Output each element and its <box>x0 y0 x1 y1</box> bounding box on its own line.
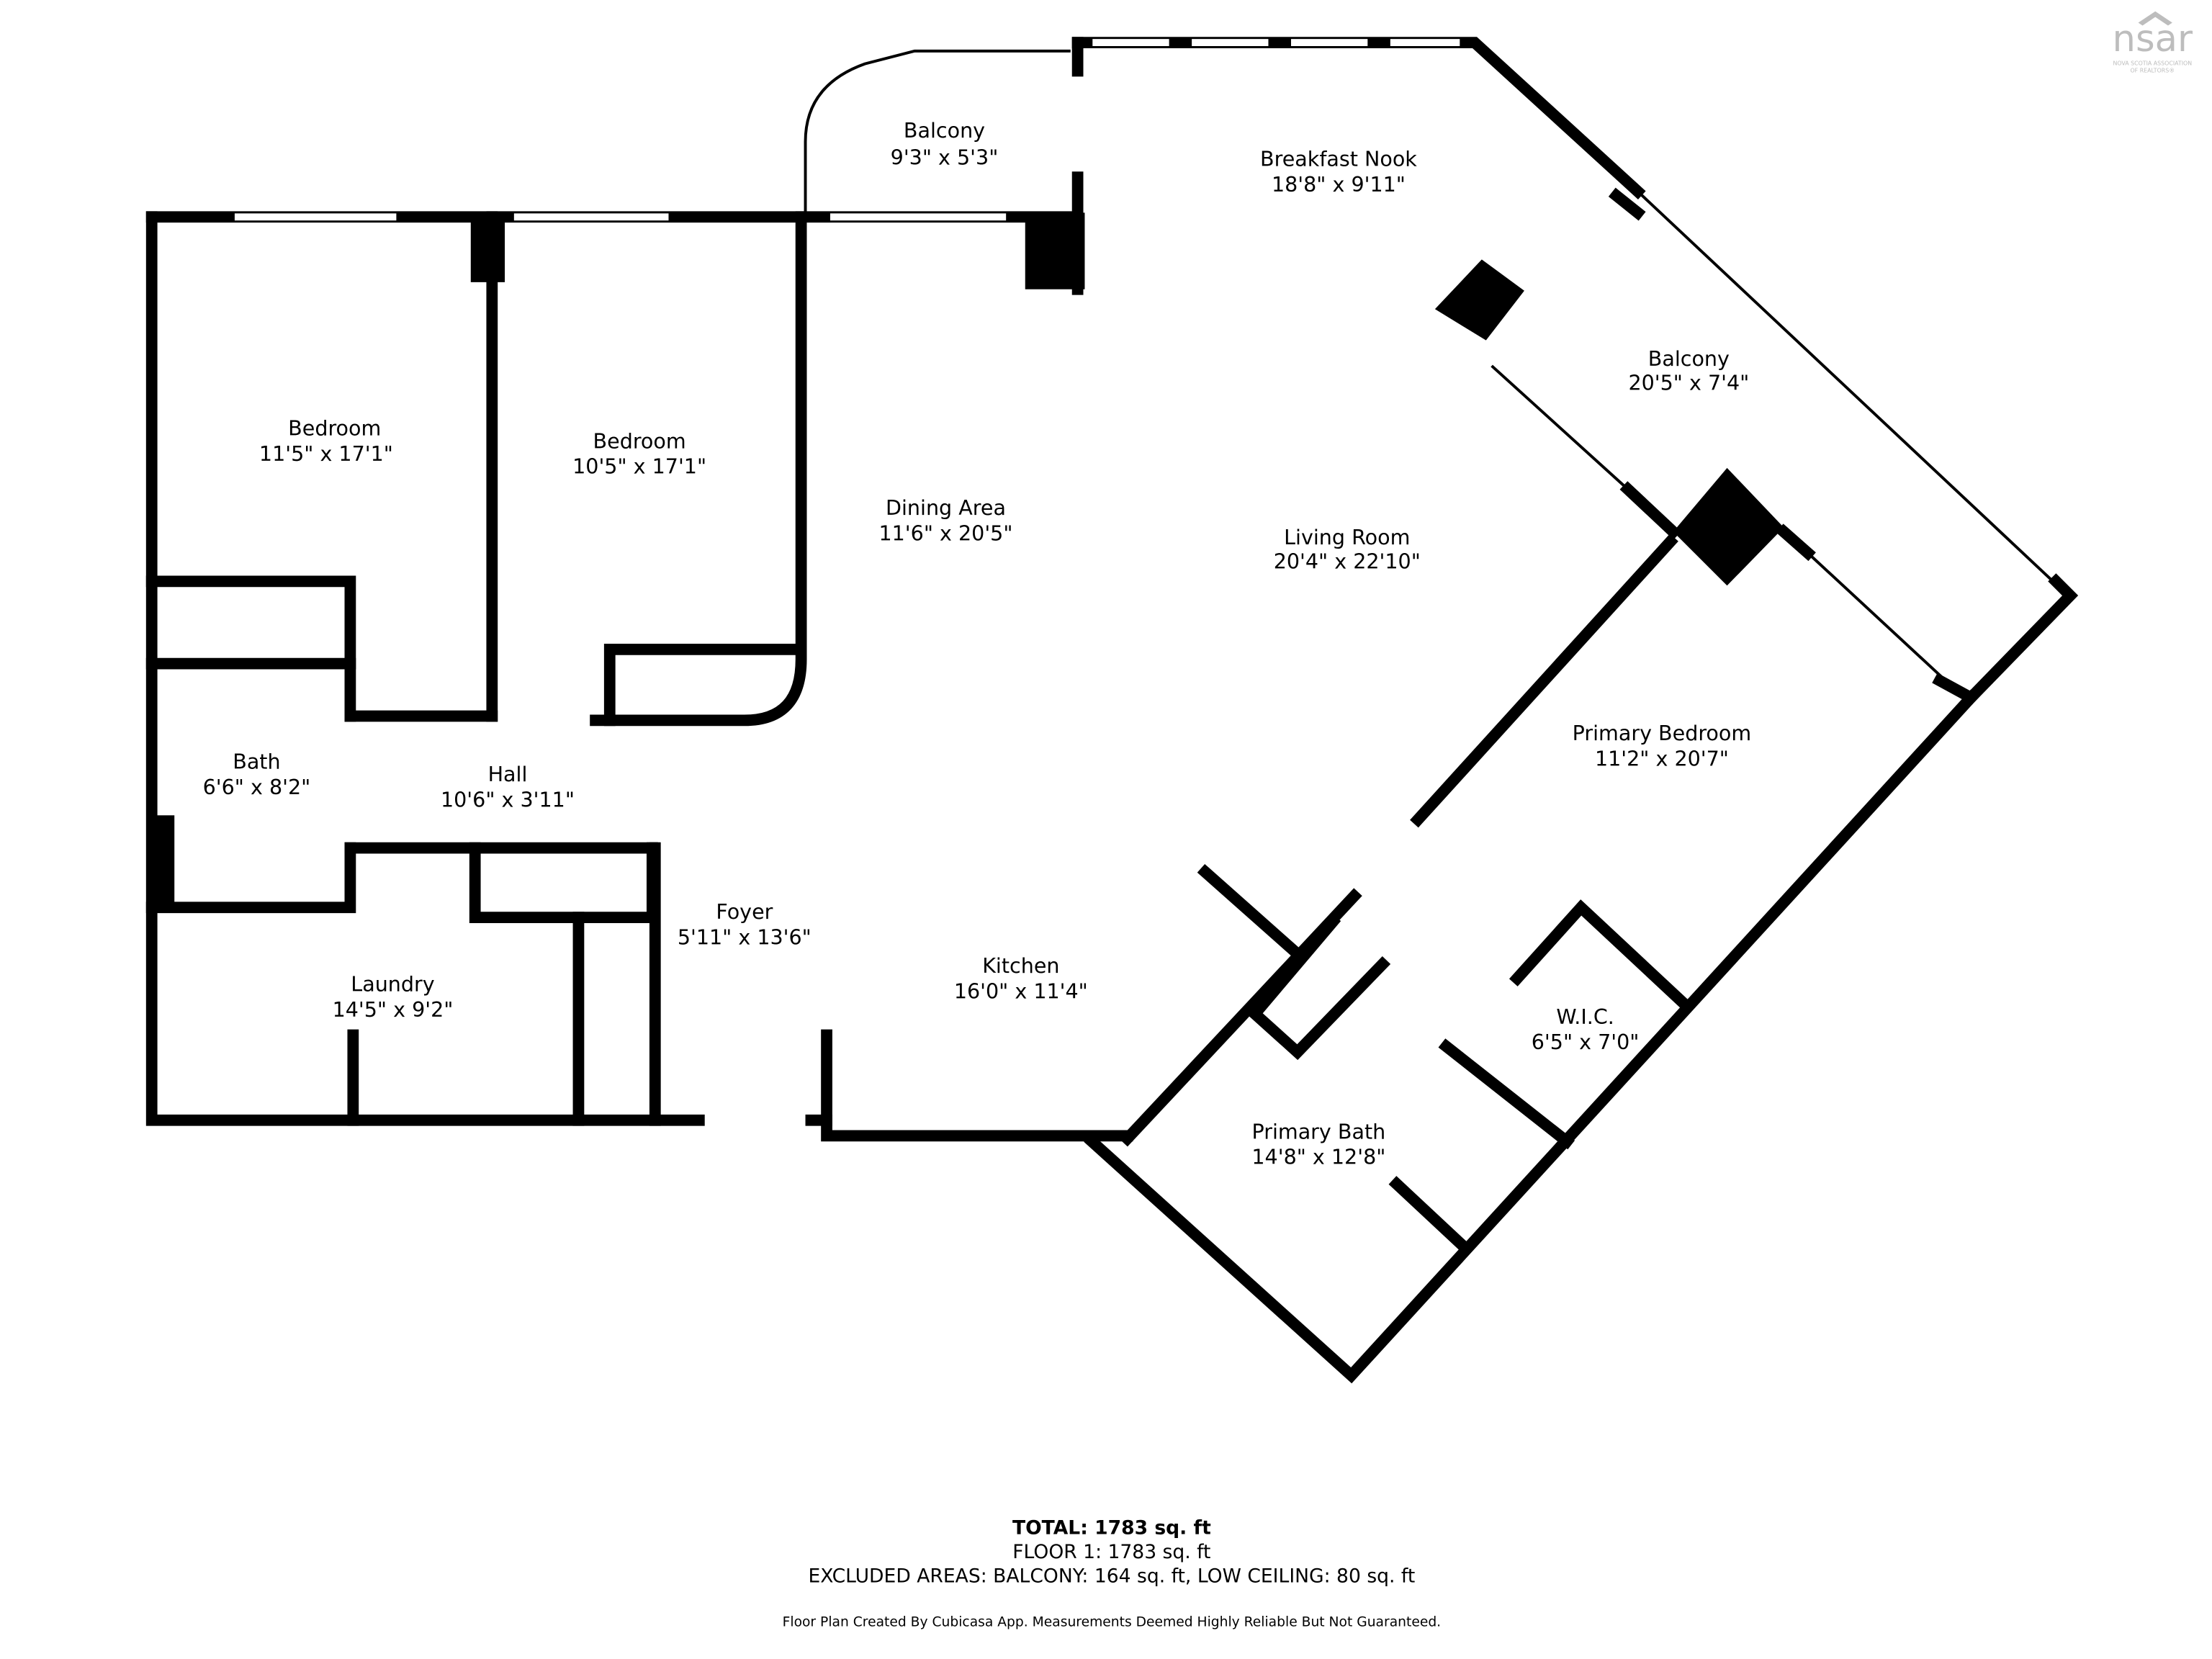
svg-text:W.I.C.: W.I.C. <box>1556 1004 1614 1029</box>
logo-text: nsar <box>2113 17 2193 60</box>
walls <box>145 37 2079 1384</box>
svg-text:Bedroom: Bedroom <box>593 428 686 453</box>
svg-text:Balcony: Balcony <box>904 118 985 143</box>
area-summary: TOTAL: 1783 sq. ft FLOOR 1: 1783 sq. ft … <box>783 1517 1442 1630</box>
svg-text:11'5" x 17'1": 11'5" x 17'1" <box>259 441 393 466</box>
logo-subtitle-2: OF REALTORS® <box>2130 67 2175 73</box>
svg-text:Dining Area: Dining Area <box>886 495 1006 520</box>
disclaimer: Floor Plan Created By Cubicasa App. Meas… <box>783 1615 1442 1630</box>
svg-text:Foyer: Foyer <box>716 899 773 924</box>
svg-text:14'8" x 12'8": 14'8" x 12'8" <box>1251 1145 1385 1169</box>
svg-text:20'4" x 22'10": 20'4" x 22'10" <box>1274 549 1421 574</box>
windows <box>233 37 1462 222</box>
logo-subtitle-1: NOVA SCOTIA ASSOCIATION <box>2113 60 2192 67</box>
svg-text:10'5" x 17'1": 10'5" x 17'1" <box>572 454 706 479</box>
svg-text:Living Room: Living Room <box>1284 525 1410 549</box>
svg-text:11'2" x 20'7": 11'2" x 20'7" <box>1595 746 1729 770</box>
svg-text:Bath: Bath <box>233 749 280 773</box>
svg-text:16'0" x 11'4": 16'0" x 11'4" <box>954 979 1088 1003</box>
svg-text:6'6" x 8'2": 6'6" x 8'2" <box>203 775 311 799</box>
svg-text:14'5" x 9'2": 14'5" x 9'2" <box>333 997 454 1022</box>
svg-text:6'5" x 7'0": 6'5" x 7'0" <box>1532 1030 1640 1054</box>
svg-text:Kitchen: Kitchen <box>982 953 1059 978</box>
svg-text:9'3" x 5'3": 9'3" x 5'3" <box>891 145 999 169</box>
svg-text:Breakfast Nook: Breakfast Nook <box>1260 146 1417 171</box>
svg-text:Primary Bath: Primary Bath <box>1252 1119 1386 1143</box>
excluded-areas: EXCLUDED AREAS: BALCONY: 164 sq. ft, LOW… <box>809 1565 1416 1588</box>
svg-text:Laundry: Laundry <box>351 971 434 996</box>
nsar-logo: nsar NOVA SCOTIA ASSOCIATION OF REALTORS… <box>2113 11 2193 73</box>
svg-text:20'5" x 7'4": 20'5" x 7'4" <box>1628 371 1749 395</box>
total-area: TOTAL: 1783 sq. ft <box>1012 1517 1211 1539</box>
room-wic: W.I.C.6'5" x 7'0" <box>1532 1004 1640 1054</box>
svg-text:10'6" x 3'11": 10'6" x 3'11" <box>441 787 575 811</box>
svg-text:Primary Bedroom: Primary Bedroom <box>1573 721 1752 745</box>
svg-text:Bedroom: Bedroom <box>288 416 381 441</box>
svg-text:18'8" x 9'11": 18'8" x 9'11" <box>1272 172 1406 197</box>
floor1-area: FLOOR 1: 1783 sq. ft <box>1012 1541 1210 1563</box>
house-roof-icon <box>2138 11 2172 26</box>
svg-text:Balcony: Balcony <box>1648 346 1730 371</box>
svg-text:5'11" x 13'6": 5'11" x 13'6" <box>678 925 811 950</box>
svg-text:11'6" x 20'5": 11'6" x 20'5" <box>878 521 1012 545</box>
svg-text:Hall: Hall <box>488 762 528 786</box>
